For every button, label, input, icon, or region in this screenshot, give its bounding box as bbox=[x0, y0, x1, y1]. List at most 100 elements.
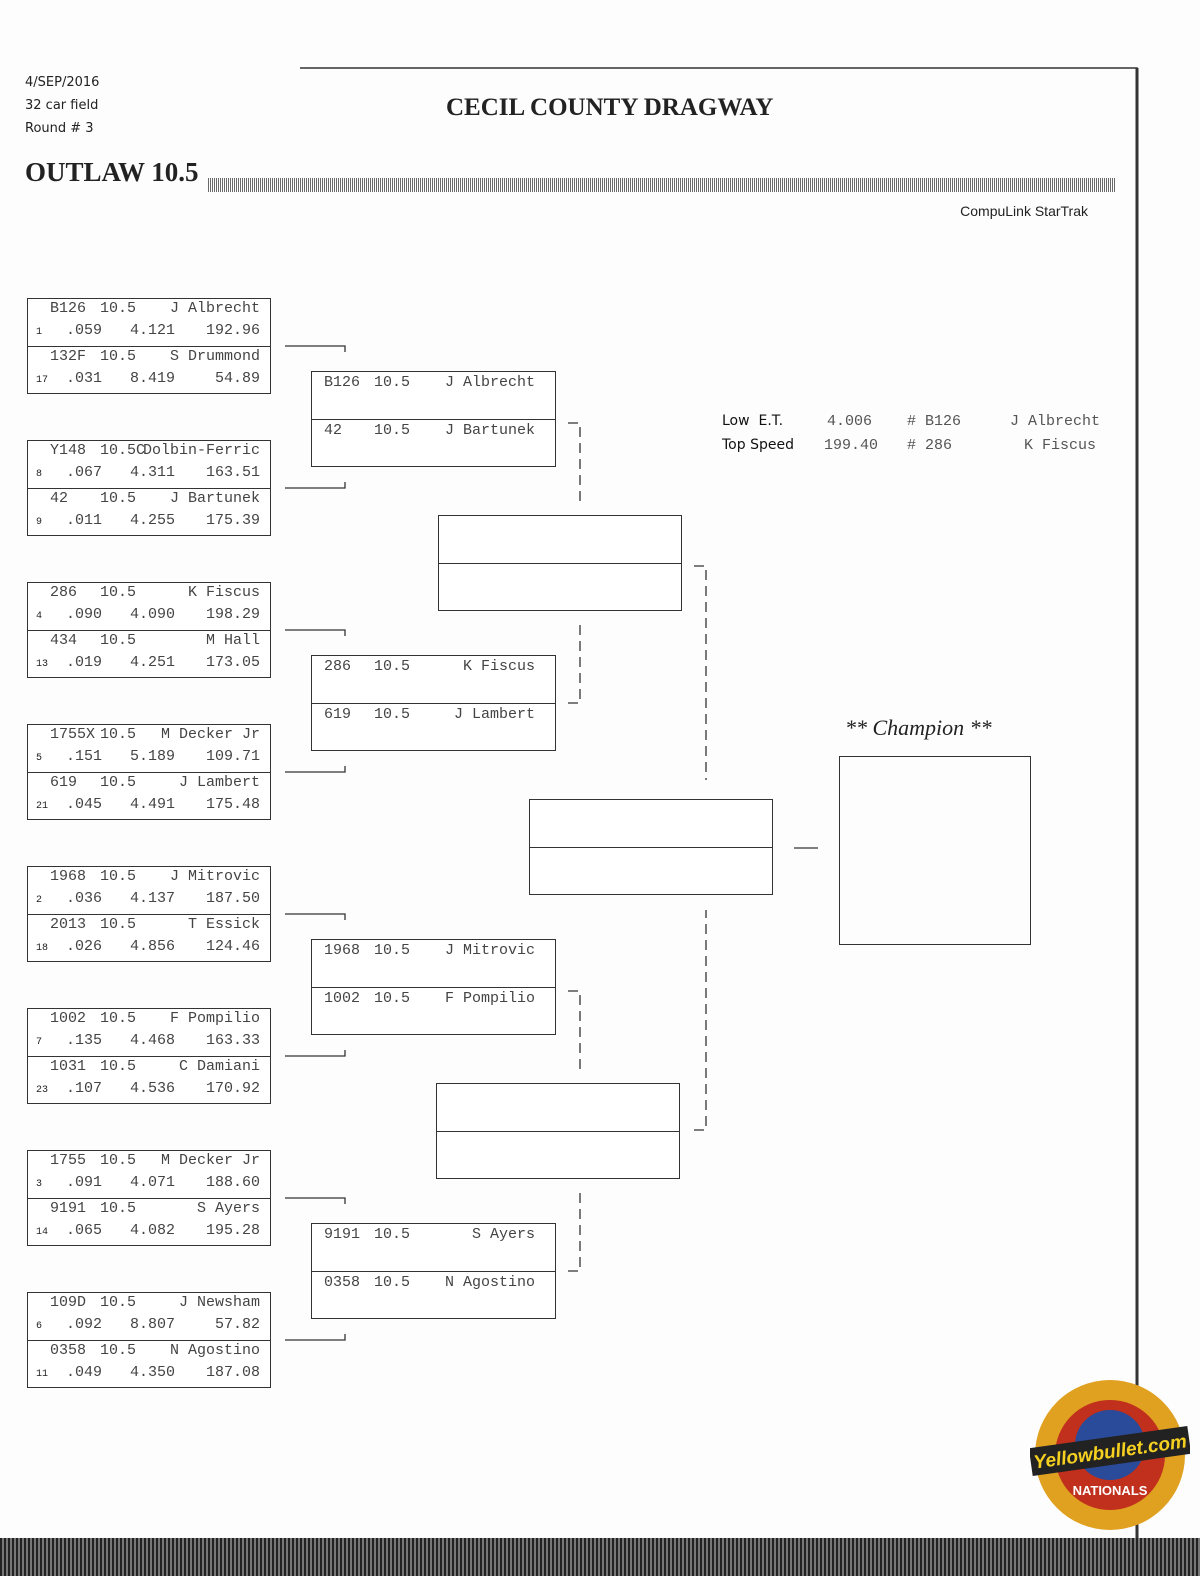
empty-slot bbox=[437, 1131, 679, 1178]
elapsed-time: 4.491 bbox=[130, 796, 176, 813]
reaction-time: .011 bbox=[66, 512, 103, 529]
driver-name: J Newsham bbox=[178, 1294, 260, 1311]
reaction-time: .059 bbox=[66, 322, 103, 339]
driver-name: F Pompilio bbox=[444, 990, 535, 1007]
speed-mph: 109.71 bbox=[205, 748, 260, 765]
track-title: CECIL COUNTY DRAGWAY bbox=[446, 94, 774, 121]
seed: 14 bbox=[36, 1227, 49, 1238]
logo-sub: NATIONALS bbox=[1073, 1483, 1148, 1498]
speed-mph: 175.39 bbox=[205, 512, 260, 529]
seed: 3 bbox=[36, 1179, 43, 1190]
reaction-time: .135 bbox=[66, 1032, 103, 1049]
class: 10.5 bbox=[100, 868, 137, 885]
speed-mph: 188.60 bbox=[205, 1174, 260, 1191]
driver-name: N Agostino bbox=[169, 1342, 260, 1359]
elapsed-time: 4.255 bbox=[130, 512, 176, 529]
low-et-name: J Albrecht bbox=[1010, 413, 1101, 430]
connector-line bbox=[285, 1050, 346, 1057]
class: 10.5 bbox=[100, 1294, 137, 1311]
car-number: 42 bbox=[324, 422, 343, 439]
driver-name: J Lambert bbox=[453, 706, 535, 723]
class: 10.5 bbox=[374, 1226, 411, 1243]
reaction-time: .067 bbox=[66, 464, 103, 481]
connector-line bbox=[568, 422, 581, 505]
car-number: 109D bbox=[50, 1294, 87, 1311]
racer-entry: 1002 10.5 F Pompilio bbox=[312, 987, 555, 1034]
car-number: 2013 bbox=[50, 916, 87, 933]
class: 10.5 bbox=[100, 916, 137, 933]
car-number: 619 bbox=[50, 774, 78, 791]
driver-name: M Decker Jr bbox=[160, 726, 260, 743]
driver-name: T Essick bbox=[187, 916, 260, 933]
class: 10.5 bbox=[100, 1152, 137, 1169]
driver-name: J Lambert bbox=[178, 774, 260, 791]
class: 10.5 bbox=[100, 1200, 137, 1217]
low-et-car: # B126 bbox=[907, 413, 962, 430]
semifinal-matchup bbox=[436, 1083, 680, 1179]
class: 10.5 bbox=[374, 942, 411, 959]
driver-name: F Pompilio bbox=[169, 1010, 260, 1027]
class: 10.5 bbox=[374, 422, 411, 439]
champion-box bbox=[839, 756, 1031, 945]
speed-mph: 175.48 bbox=[205, 796, 260, 813]
speed-mph: 57.82 bbox=[214, 1316, 260, 1333]
scan-edge-band bbox=[0, 1538, 1200, 1576]
reaction-time: .090 bbox=[66, 606, 103, 623]
top-speed-value: 199.40 bbox=[824, 437, 879, 454]
car-number: 1002 bbox=[324, 990, 361, 1007]
car-number: B126 bbox=[324, 374, 361, 391]
connector-line bbox=[285, 913, 346, 920]
driver-name: J Albrecht bbox=[444, 374, 535, 391]
connector-line bbox=[285, 766, 346, 773]
class: 10.5 bbox=[374, 374, 411, 391]
speed-mph: 187.08 bbox=[205, 1364, 260, 1381]
class: 10.5 bbox=[100, 774, 137, 791]
elapsed-time: 4.350 bbox=[130, 1364, 176, 1381]
reaction-time: .065 bbox=[66, 1222, 103, 1239]
class: 10.5 bbox=[100, 1058, 137, 1075]
car-number: 1031 bbox=[50, 1058, 87, 1075]
elapsed-time: 4.468 bbox=[130, 1032, 176, 1049]
dotted-rule bbox=[208, 178, 1116, 192]
racer-entry: 42 10.5 J Bartunek bbox=[312, 419, 555, 466]
speed-mph: 163.33 bbox=[205, 1032, 260, 1049]
elapsed-time: 4.082 bbox=[130, 1222, 176, 1239]
car-number: Y148 bbox=[50, 442, 87, 459]
class: 10.5 bbox=[374, 706, 411, 723]
car-number: 1968 bbox=[50, 868, 87, 885]
car-number: B126 bbox=[50, 300, 87, 317]
champion-label: ** Champion ** bbox=[845, 715, 992, 740]
class: 10.5 bbox=[374, 990, 411, 1007]
seed: 23 bbox=[36, 1085, 49, 1096]
car-number: 434 bbox=[50, 632, 78, 649]
class: 10.5 bbox=[100, 300, 137, 317]
driver-name: N Agostino bbox=[444, 1274, 535, 1291]
elapsed-time: 4.856 bbox=[130, 938, 176, 955]
connector-line bbox=[285, 1334, 346, 1341]
seed: 11 bbox=[36, 1369, 49, 1380]
driver-name: J Bartunek bbox=[444, 422, 535, 439]
reaction-time: .091 bbox=[66, 1174, 103, 1191]
reaction-time: .036 bbox=[66, 890, 103, 907]
car-number: 132F bbox=[50, 348, 87, 365]
seed: 21 bbox=[36, 801, 49, 812]
car-number: 1002 bbox=[50, 1010, 87, 1027]
driver-name: M Hall bbox=[205, 632, 260, 649]
yellowbullet-logo: Yellowbullet.com NATIONALS bbox=[1030, 1380, 1190, 1530]
reaction-time: .049 bbox=[66, 1364, 103, 1381]
